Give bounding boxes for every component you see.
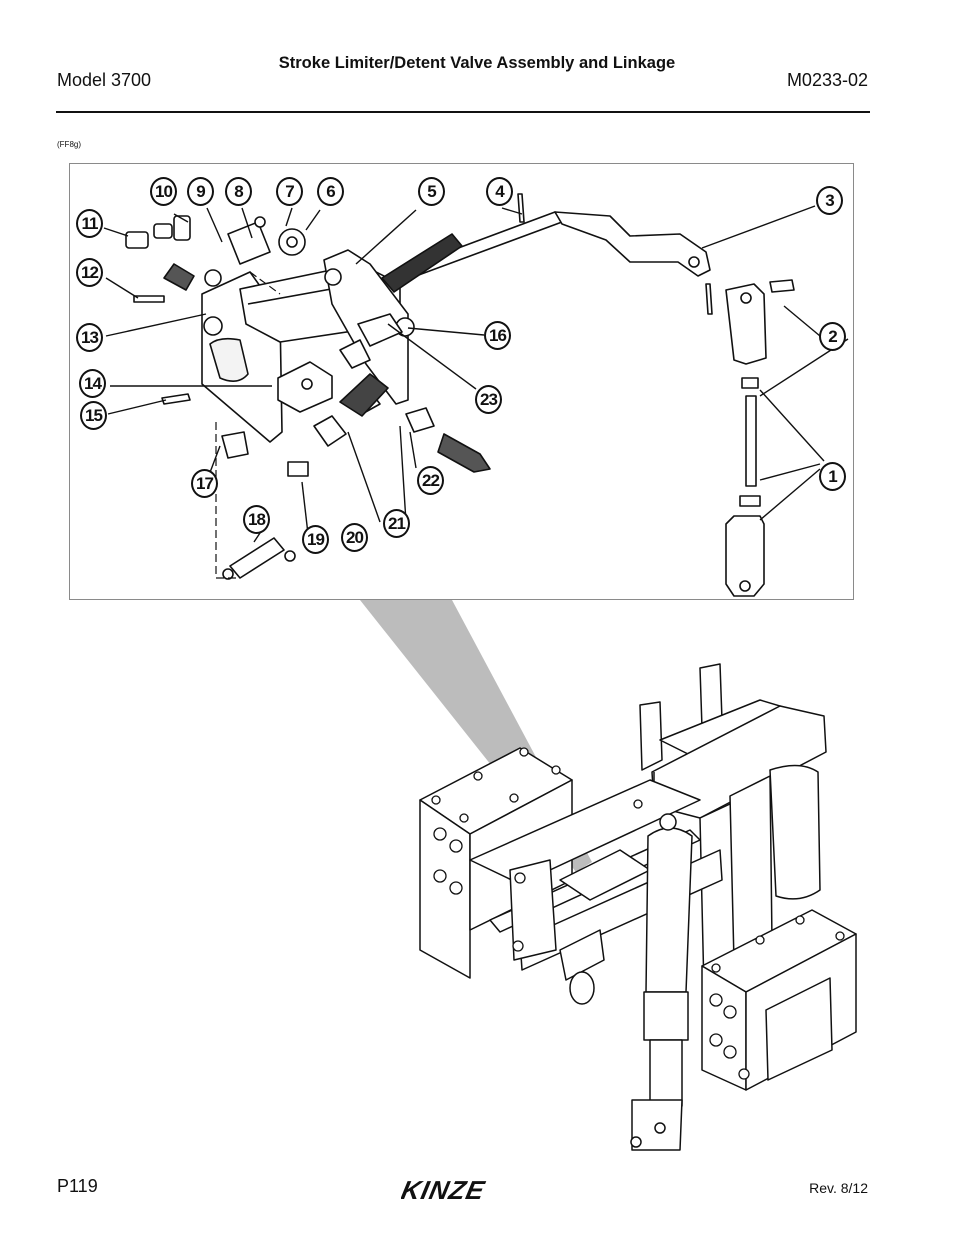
callout-7: 7 [276, 177, 303, 206]
model-label: Model 3700 [57, 70, 152, 90]
page-title: Stroke Limiter/Detent Valve Assembly and… [278, 54, 676, 72]
callout-10: 10 [150, 177, 177, 206]
callout-16: 16 [484, 321, 511, 350]
callout-21: 21 [383, 509, 410, 538]
machine-drawing [360, 600, 857, 1151]
doc-number: M0233-02 [786, 70, 868, 90]
callout-19: 19 [302, 525, 329, 554]
parts-diagram: 10 9 8 7 6 5 4 3 11 12 13 16 2 14 23 15 … [69, 163, 854, 600]
machine-overview [0, 600, 954, 1160]
callout-15: 15 [80, 401, 107, 430]
callout-1: 1 [819, 462, 846, 491]
callout-4: 4 [486, 177, 513, 206]
callout-11: 11 [76, 209, 103, 238]
callout-23: 23 [475, 385, 502, 414]
callout-9: 9 [187, 177, 214, 206]
callout-6: 6 [317, 177, 344, 206]
callout-13: 13 [76, 323, 103, 352]
callout-8: 8 [225, 177, 252, 206]
header-rule [56, 111, 870, 113]
logo-text: KINZE [401, 1175, 488, 1205]
kinze-logo: KINZE [399, 1175, 523, 1205]
callout-14: 14 [79, 369, 106, 398]
callout-18: 18 [243, 505, 270, 534]
callout-3: 3 [816, 186, 843, 215]
callout-22: 22 [417, 466, 444, 495]
callout-12: 12 [76, 258, 103, 287]
page-number: P119 [57, 1176, 98, 1196]
callout-5: 5 [418, 177, 445, 206]
callout-2: 2 [819, 322, 846, 351]
revision-label: Rev. 8/12 [809, 1180, 868, 1196]
callout-20: 20 [341, 523, 368, 552]
figure-code: (FF8g) [57, 140, 81, 149]
parts-drawing [103, 193, 849, 597]
callout-17: 17 [191, 469, 218, 498]
